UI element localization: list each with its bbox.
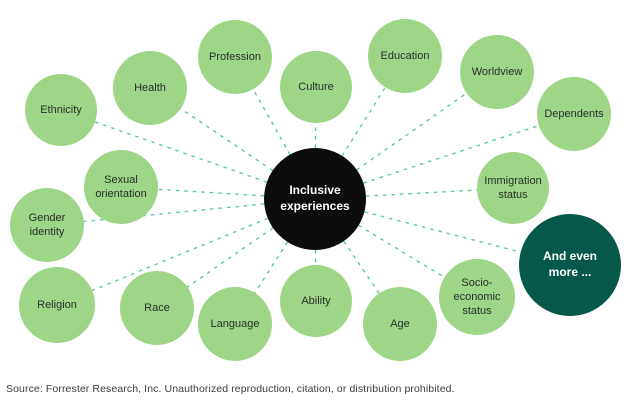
node-label: Gender identity [28,211,66,238]
node-label: Health [134,81,166,94]
node-health: Health [113,51,187,125]
node-gender-identity: Gender identity [10,188,84,262]
node-label: Language [210,317,260,330]
source-attribution-text: Source: Forrester Research, Inc. Unautho… [6,383,455,395]
node-label: Ability [301,294,331,307]
node-sexual-orientation: Sexual orientation [84,150,158,224]
node-label: Immigration status [484,174,542,201]
node-label: Socio-economic status [453,276,501,318]
node-label: Religion [37,298,77,311]
node-label: Sexual orientation [95,173,147,200]
connector-line [156,198,316,309]
connector-line [314,198,478,298]
node-ethnicity: Ethnicity [25,74,97,146]
node-label: Profession [209,50,261,63]
node-language: Language [198,287,272,361]
node-religion: Religion [19,267,95,343]
node-age: Age [363,287,437,361]
node-and-even-more: And even more ... [519,214,621,316]
node-label: Ethnicity [40,103,82,116]
node-culture: Culture [280,51,352,123]
node-label: And even more ... [542,249,597,279]
connector-line [56,198,316,306]
node-label: Race [144,301,170,314]
node-worldview: Worldview [460,35,534,109]
node-education: Education [368,19,442,93]
node-profession: Profession [198,20,272,94]
node-dependents: Dependents [537,77,611,151]
node-label: Culture [298,80,334,93]
center-node-inclusive-experiences: Inclusive experiences [264,148,366,250]
node-label: Education [380,49,430,62]
center-node-label: Inclusive experiences [280,183,350,213]
node-socio-economic-status: Socio-economic status [439,259,515,335]
node-label: Dependents [544,107,604,120]
node-race: Race [120,271,194,345]
node-label: Age [390,317,410,330]
node-ability: Ability [280,265,352,337]
node-label: Worldview [471,65,523,78]
node-immigration-status: Immigration status [477,152,549,224]
